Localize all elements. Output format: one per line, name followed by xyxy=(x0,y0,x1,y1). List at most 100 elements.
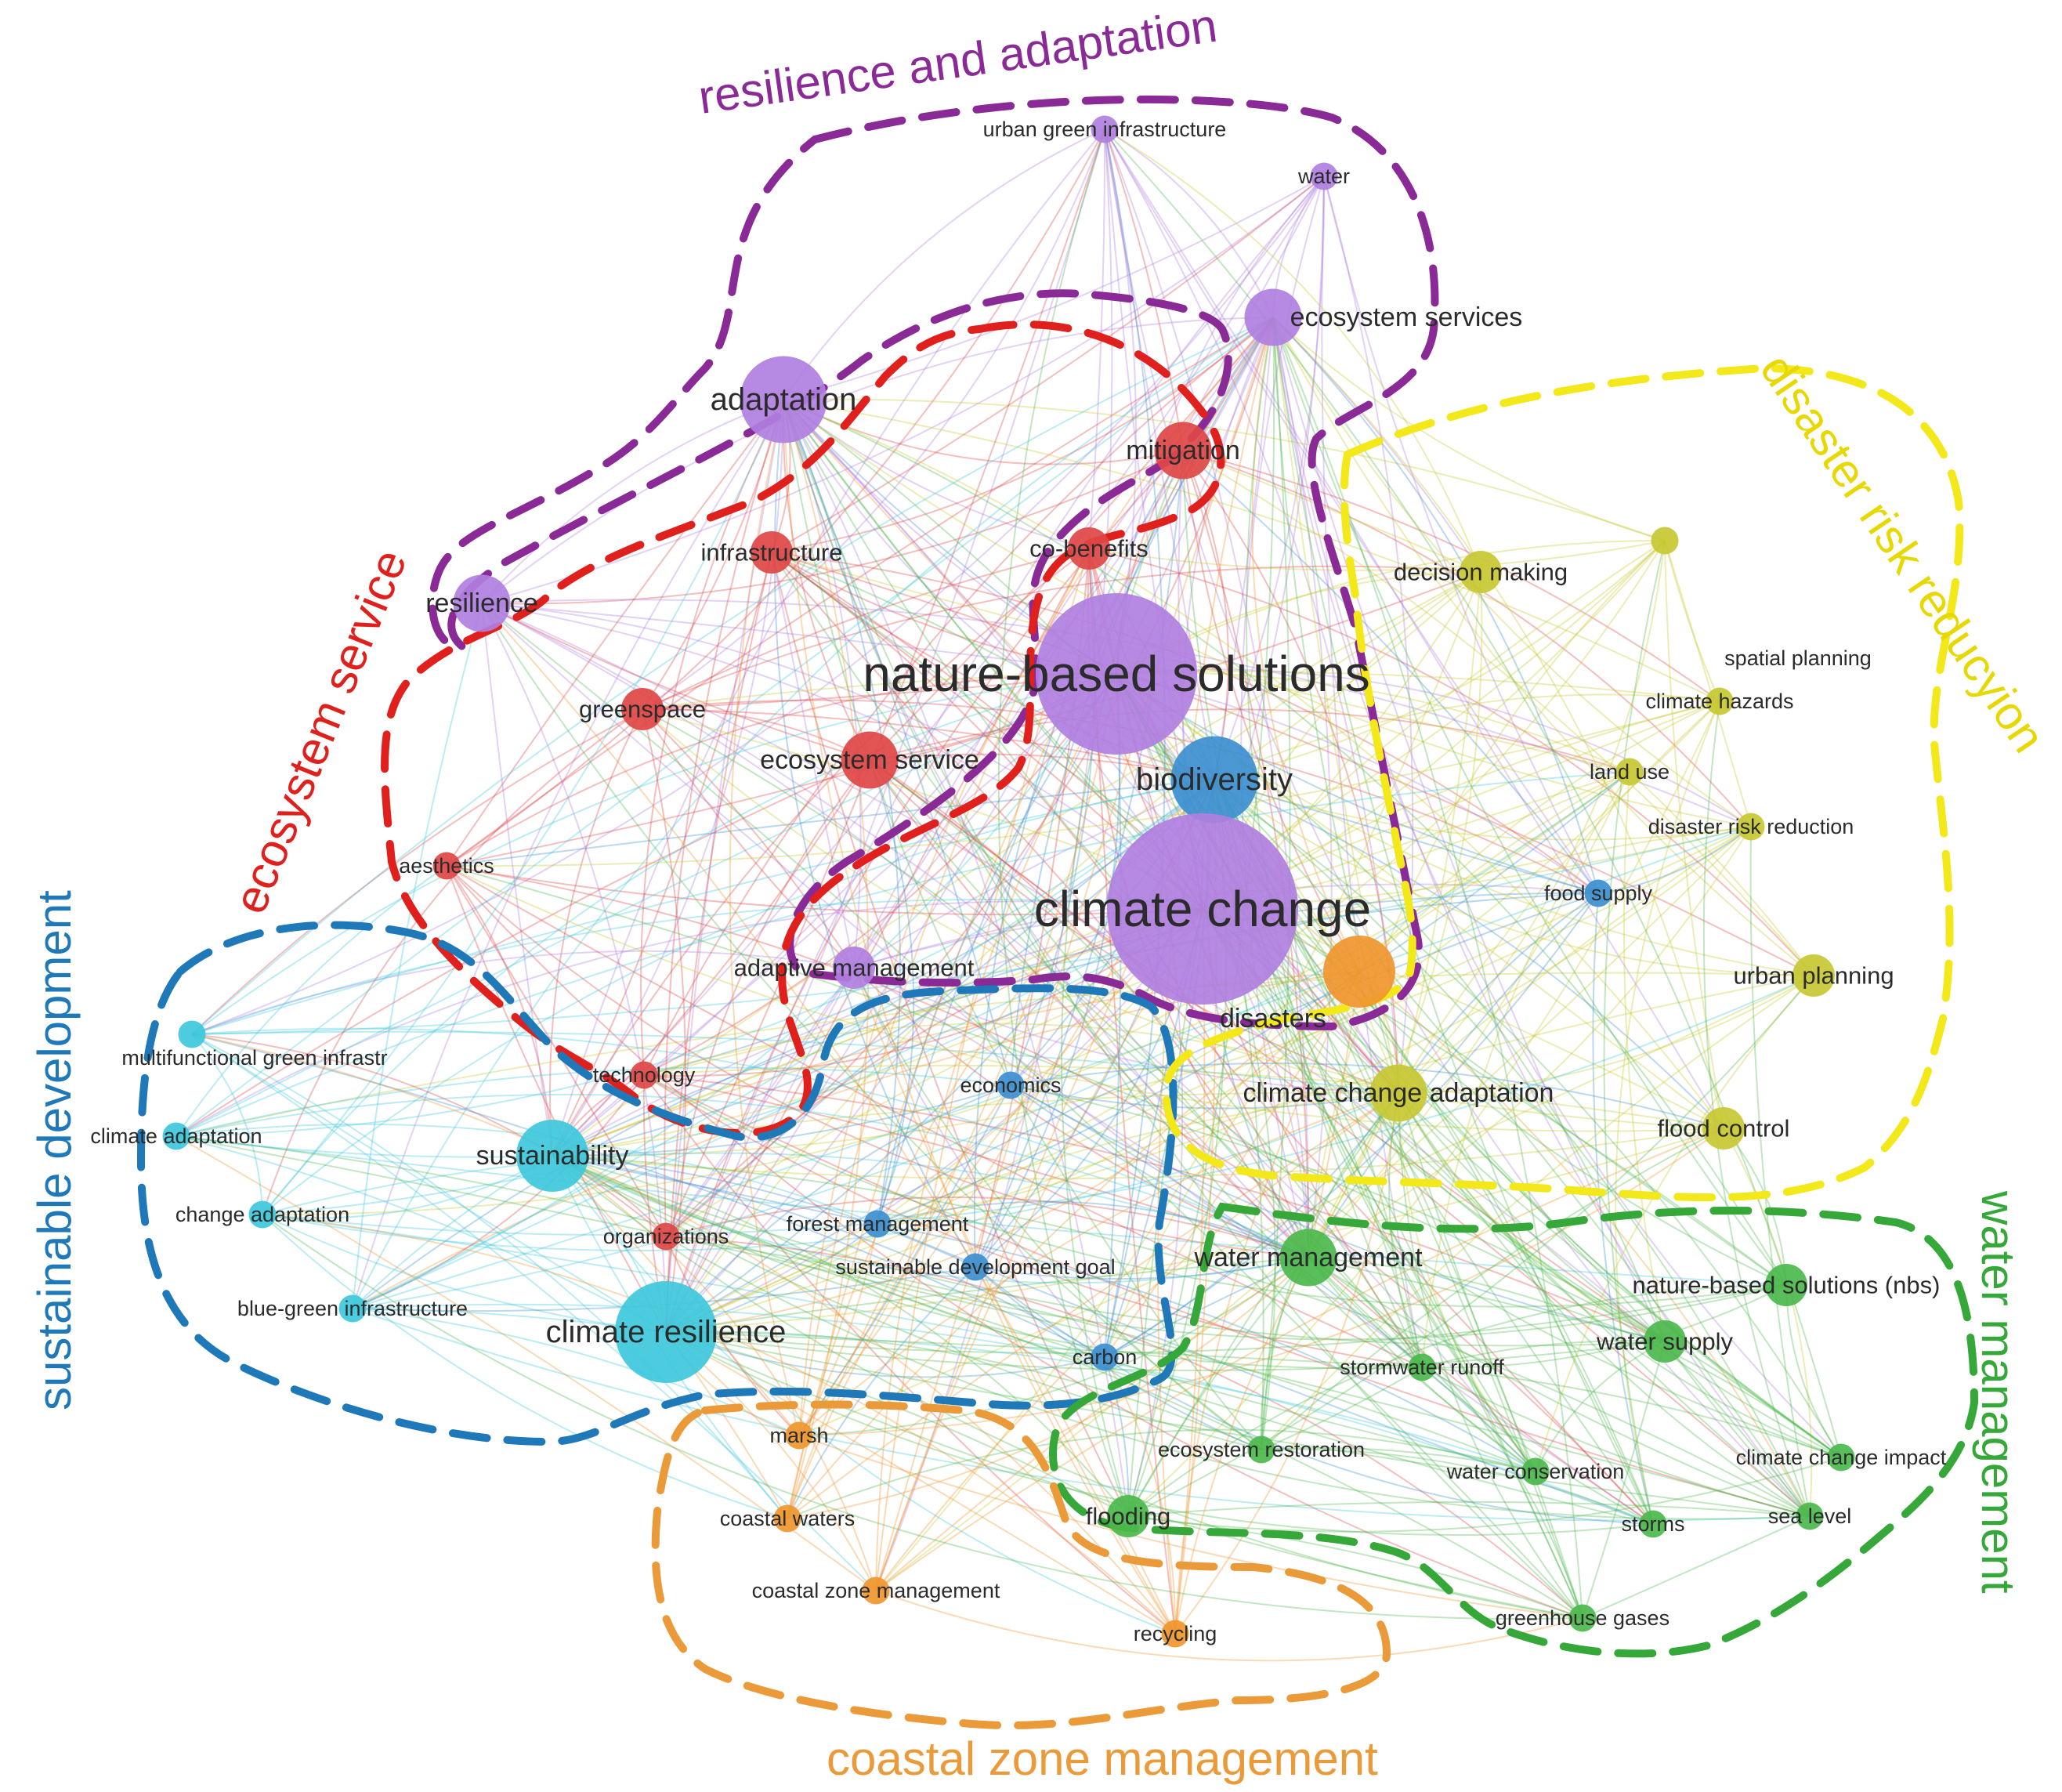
edge xyxy=(446,129,1105,867)
edge xyxy=(643,1023,1399,1094)
edge xyxy=(191,826,1752,1035)
node-infrastructure[interactable] xyxy=(751,531,793,574)
node-adaptation[interactable] xyxy=(740,356,827,443)
node-nature-based-solutions[interactable] xyxy=(1036,593,1197,755)
edge xyxy=(875,1092,1399,1591)
edge xyxy=(1202,908,1842,1458)
node-technology[interactable] xyxy=(630,1061,658,1089)
node-urban-green-infrastructure[interactable] xyxy=(1091,115,1119,143)
node-climate-resilience[interactable] xyxy=(615,1281,717,1383)
node-disaster-risk-reduction[interactable] xyxy=(1737,813,1765,841)
node-storms[interactable] xyxy=(1639,1510,1667,1538)
edge xyxy=(771,552,1630,773)
node-greenhouse-gases[interactable] xyxy=(1568,1604,1597,1632)
edge xyxy=(1597,826,1752,894)
edge xyxy=(875,571,1481,1591)
edge xyxy=(552,1155,1536,1472)
node-coastal-waters[interactable] xyxy=(773,1504,801,1533)
node-label-sustainable-development-goal: sustainable development goal xyxy=(835,1255,1115,1279)
node-climate-change-impact[interactable] xyxy=(1827,1443,1855,1472)
node-climate-hazards[interactable] xyxy=(1706,687,1734,715)
edge xyxy=(783,399,1184,465)
edge xyxy=(481,603,1666,1342)
edge xyxy=(262,1214,667,1333)
edge xyxy=(642,708,870,761)
node-water-management[interactable] xyxy=(1279,1229,1337,1287)
edge xyxy=(1664,540,1724,1129)
node-climate-change[interactable] xyxy=(1107,813,1298,1005)
edge xyxy=(1582,1515,1811,1619)
node-label-resilience: resilience xyxy=(425,588,538,618)
edge xyxy=(446,865,1423,1368)
node-multifunctional[interactable] xyxy=(178,1020,206,1048)
node-nbs[interactable] xyxy=(1765,1264,1807,1306)
node-biodiversity[interactable] xyxy=(1170,736,1258,824)
edge xyxy=(771,552,1842,1458)
node-economics[interactable] xyxy=(997,1071,1025,1099)
node-water-supply[interactable] xyxy=(1644,1320,1686,1363)
node-sea-level[interactable] xyxy=(1796,1502,1824,1530)
node-land-use[interactable] xyxy=(1615,758,1644,786)
edge xyxy=(798,1128,1724,1436)
node-ecosystem-service[interactable] xyxy=(841,731,899,789)
node-disasters[interactable] xyxy=(1323,936,1395,1008)
node-organizations[interactable] xyxy=(652,1222,680,1251)
node-label-ecosystem-service: ecosystem service xyxy=(760,745,979,775)
node-aesthetics[interactable] xyxy=(432,852,461,880)
edge xyxy=(783,399,1129,1517)
node-carbon[interactable] xyxy=(1091,1343,1119,1371)
edge xyxy=(1308,701,1720,1258)
node-flood-control[interactable] xyxy=(1702,1107,1745,1149)
node-water-conservation[interactable] xyxy=(1521,1457,1550,1486)
edge xyxy=(1321,176,1423,1368)
edge xyxy=(1116,673,1184,1517)
node-marsh[interactable] xyxy=(785,1421,813,1450)
node-forest-management[interactable] xyxy=(863,1210,892,1238)
node-stormwater-runoff[interactable] xyxy=(1408,1353,1436,1381)
edge xyxy=(175,1135,1811,1517)
edge xyxy=(1214,540,1666,780)
edge xyxy=(1308,1257,1842,1458)
edge xyxy=(783,399,1583,1619)
node-climate-adaptation[interactable] xyxy=(162,1122,190,1150)
edge xyxy=(665,971,1360,1333)
node-resilience[interactable] xyxy=(453,574,511,632)
edge xyxy=(481,399,784,604)
node-climate-change-adaptation[interactable] xyxy=(1369,1064,1427,1122)
edge xyxy=(552,771,1630,1157)
edge xyxy=(1535,975,1814,1472)
edge xyxy=(798,1084,1011,1436)
node-ecosystem-services[interactable] xyxy=(1244,288,1302,346)
edge xyxy=(875,826,1752,1591)
node-decision-making[interactable] xyxy=(1460,551,1502,593)
edge xyxy=(665,129,1105,1333)
node-label-disaster-risk-reduction: disaster risk reduction xyxy=(1648,815,1854,838)
node-blue-green[interactable] xyxy=(338,1294,367,1323)
node-food-supply[interactable] xyxy=(1584,879,1612,907)
node-sustainable-development-goal[interactable] xyxy=(961,1253,989,1281)
node-adaptive-management[interactable] xyxy=(833,947,875,989)
edge xyxy=(262,673,1117,1215)
node-change-adaptation[interactable] xyxy=(248,1200,277,1229)
edge xyxy=(262,779,1215,1215)
node-co-benefits[interactable] xyxy=(1068,527,1110,570)
node-coastal-zone-management[interactable] xyxy=(862,1577,890,1605)
node-recycling[interactable] xyxy=(1161,1620,1189,1648)
node-mitigation[interactable] xyxy=(1154,422,1212,480)
edge xyxy=(1272,317,1481,573)
node-flooding[interactable] xyxy=(1107,1495,1149,1537)
node-ecosystem-restoration[interactable] xyxy=(1247,1435,1275,1464)
node-spatial-planning[interactable] xyxy=(1651,527,1679,555)
edge xyxy=(665,1084,1011,1333)
node-label-climate-change-adaptation: climate change adaptation xyxy=(1243,1078,1554,1108)
node-sustainability[interactable] xyxy=(516,1120,588,1192)
node-urban-planning[interactable] xyxy=(1792,954,1835,997)
node-water[interactable] xyxy=(1310,162,1338,190)
edge xyxy=(1182,450,1599,894)
node-greenspace[interactable] xyxy=(621,688,664,730)
edge xyxy=(552,1155,1176,1635)
edge xyxy=(783,129,1105,400)
edge xyxy=(783,399,1787,1286)
edge xyxy=(787,1266,976,1519)
node-label-climate-change-impact: climate change impact xyxy=(1736,1446,1947,1469)
